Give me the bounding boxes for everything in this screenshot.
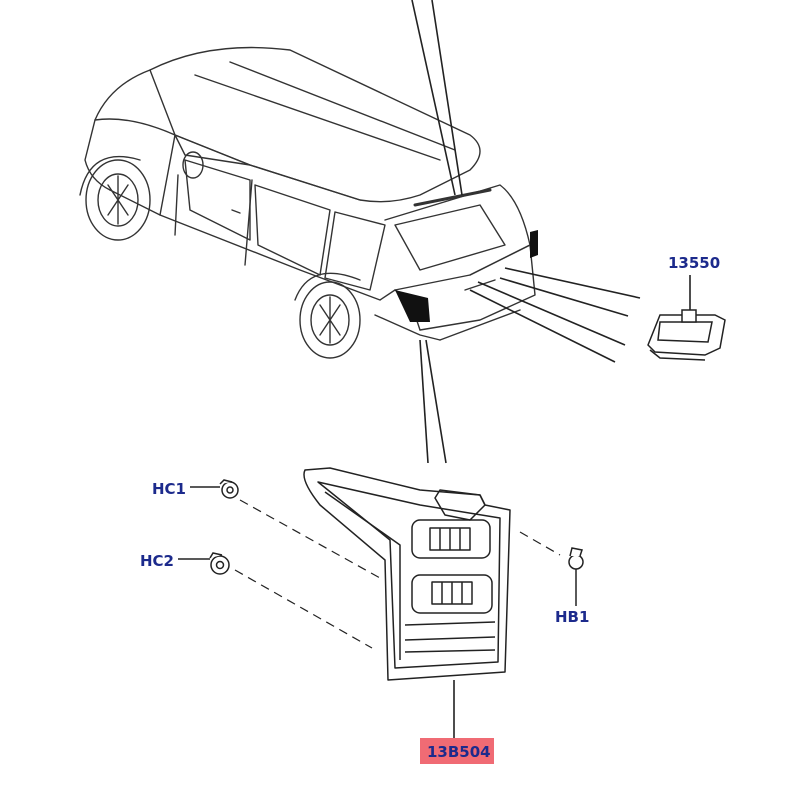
callout-13550[interactable]: 13550 [668, 254, 720, 272]
clip-hc1[interactable] [219, 479, 239, 499]
license-lamp-13550[interactable] [647, 309, 726, 361]
tail-lamp-assembly[interactable] [303, 467, 511, 681]
clip-hc2[interactable] [209, 552, 230, 575]
callout-leaders [178, 486, 577, 606]
leader-lines [411, 0, 691, 738]
callout-13b504-highlight [420, 738, 494, 764]
assembly-dash-lines [234, 499, 561, 649]
vehicle-rear-lamp-left [395, 290, 430, 322]
callout-hc2[interactable]: HC2 [140, 552, 174, 570]
vehicle-rear-lamp-right [530, 230, 538, 258]
callout-13b504[interactable]: 13B504 [427, 743, 491, 761]
fastener-hb1[interactable] [568, 547, 584, 600]
callout-hc1[interactable]: HC1 [152, 480, 186, 498]
callout-hb1[interactable]: HB1 [555, 608, 589, 626]
vehicle-illustration [79, 46, 536, 359]
